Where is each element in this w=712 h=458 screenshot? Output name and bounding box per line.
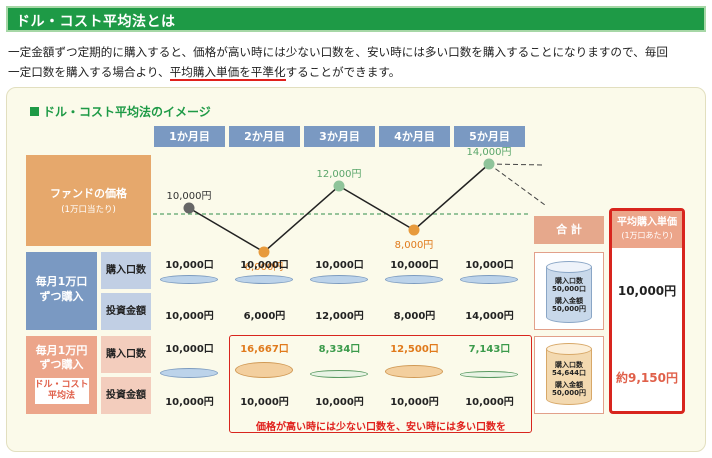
month-header-4: 4か月目 (379, 126, 450, 147)
avg-price-header-main: 平均購入単価 (617, 217, 677, 228)
fixed-amount-4: 8,000円 (393, 311, 436, 322)
fixed-coin-5 (460, 275, 518, 284)
avg-price-header: 平均購入単価 (1万口あたり) (612, 211, 682, 248)
dca-units-row-label: 購入口数 (101, 336, 151, 373)
fixed-coin-1 (160, 275, 218, 284)
price-label-4: 8,000円 (395, 240, 434, 251)
fixed-amount-5: 14,000円 (465, 311, 514, 322)
fixed-coin-2 (235, 275, 293, 284)
dca-coin-3 (310, 370, 368, 378)
fixed-amount-row-label: 投資金額 (101, 293, 151, 330)
avg-price-dca: 約9,150円 (616, 371, 678, 385)
price-point-1 (183, 202, 195, 214)
intro-text: 一定金額ずつ定期的に購入すると、価格が高い時には少ない口数を、安い時には多い口数… (8, 42, 708, 82)
summary-fixed-amount: 50,000円 (551, 305, 586, 313)
dca-coin-2 (235, 362, 293, 378)
fixed-units-row-label: 購入口数 (101, 252, 151, 289)
fixed-units-5: 10,000口 (465, 260, 514, 271)
fixed-coin-3 (310, 275, 368, 284)
avg-price-fixed: 10,000円 (617, 284, 677, 298)
dca-amount-4: 10,000円 (390, 397, 439, 408)
summary-dca-units-label: 購入口数 (555, 361, 583, 369)
month-header-3: 3か月目 (304, 126, 375, 147)
fixed-units-3: 10,000口 (315, 260, 364, 271)
summary-fixed-units-label: 購入口数 (555, 277, 583, 285)
dca-amount-3: 10,000円 (315, 397, 364, 408)
dca-units-2: 16,667口 (240, 344, 289, 355)
page-title-bar: ドル・コスト平均法とは (6, 6, 706, 32)
month-header-2: 2か月目 (229, 126, 300, 147)
intro-line-2a: 一定口数を購入する場合より、 (8, 65, 170, 79)
fund-price-label: ファンドの価格 (1万口当たり) (26, 155, 151, 246)
intro-line-1: 一定金額ずつ定期的に購入すると、価格が高い時には少ない口数を、安い時には多い口数… (8, 45, 668, 59)
dca-label-text: 毎月1万円 ずつ購入 (35, 344, 88, 371)
summary-dca-units: 54,644口 (551, 369, 586, 377)
dca-amount-row-label: 投資金額 (101, 377, 151, 414)
fixed-units-label-text: 毎月1万口 ずつ購入 (35, 275, 88, 303)
dca-coin-1 (160, 368, 218, 378)
illustration-title-text: ドル・コスト平均法のイメージ (43, 105, 211, 119)
fixed-amount-3: 12,000円 (315, 311, 364, 322)
dca-amount-2: 10,000円 (240, 397, 289, 408)
square-bullet-icon (30, 107, 39, 116)
month-header-5: 5か月目 (454, 126, 525, 147)
price-label-1: 10,000円 (167, 191, 212, 202)
dca-note: 価格が高い時には少ない口数を、安い時には多い口数を (256, 422, 506, 433)
price-label-5: 14,000円 (467, 147, 512, 158)
trend-line-down (488, 163, 546, 206)
fund-price-label-sub: (1万口当たり) (61, 205, 116, 215)
intro-line-2: 一定口数を購入する場合より、平均購入単価を平準化することができます。 (8, 62, 708, 82)
price-label-2: 6,000円 (245, 262, 284, 273)
illustration-title: ドル・コスト平均法のイメージ (30, 103, 211, 120)
price-point-4 (408, 224, 420, 236)
price-point-2 (258, 246, 270, 258)
avg-price-header-sub: (1万口あたり) (621, 231, 673, 240)
summary-fixed-units: 50,000口 (551, 285, 586, 293)
fixed-units-2: 10,000口 (240, 260, 289, 271)
fixed-coin-4 (385, 275, 443, 284)
dca-coin-4 (385, 365, 443, 378)
dca-units-1: 10,000口 (165, 344, 214, 355)
price-label-3: 12,000円 (317, 169, 362, 180)
fixed-amount-2: 6,000円 (243, 311, 286, 322)
month-header-1: 1か月目 (154, 126, 225, 147)
price-point-5 (483, 158, 495, 170)
price-point-3 (333, 180, 345, 192)
summary-fixed-amount-label: 購入金額 (555, 297, 583, 305)
page-title: ドル・コスト平均法とは (16, 14, 176, 30)
dca-coin-5 (460, 371, 518, 378)
dca-units-4: 12,500口 (390, 344, 439, 355)
trend-line-up (488, 163, 546, 166)
fixed-units-label: 毎月1万口 ずつ購入 (26, 252, 97, 330)
intro-highlight: 平均購入単価を平準化 (169, 65, 286, 81)
summary-header: 合 計 (534, 216, 604, 244)
summary-dca-amount-label: 購入金額 (555, 381, 583, 389)
dca-highlight-box (229, 335, 532, 433)
dca-tag: ドル・コスト 平均法 (34, 378, 89, 404)
dca-amount-1: 10,000円 (165, 397, 214, 408)
dca-units-5: 7,143口 (468, 344, 511, 355)
fixed-units-4: 10,000口 (390, 260, 439, 271)
fixed-units-1: 10,000口 (165, 260, 214, 271)
dca-label: 毎月1万円 ずつ購入 ドル・コスト 平均法 (26, 336, 97, 414)
dca-amount-5: 10,000円 (465, 397, 514, 408)
intro-line-2b: することができます。 (285, 65, 401, 79)
fund-price-label-main: ファンドの価格 (50, 187, 127, 200)
summary-dca-amount: 50,000円 (551, 389, 586, 397)
fixed-amount-1: 10,000円 (165, 311, 214, 322)
dca-units-3: 8,334口 (318, 344, 361, 355)
